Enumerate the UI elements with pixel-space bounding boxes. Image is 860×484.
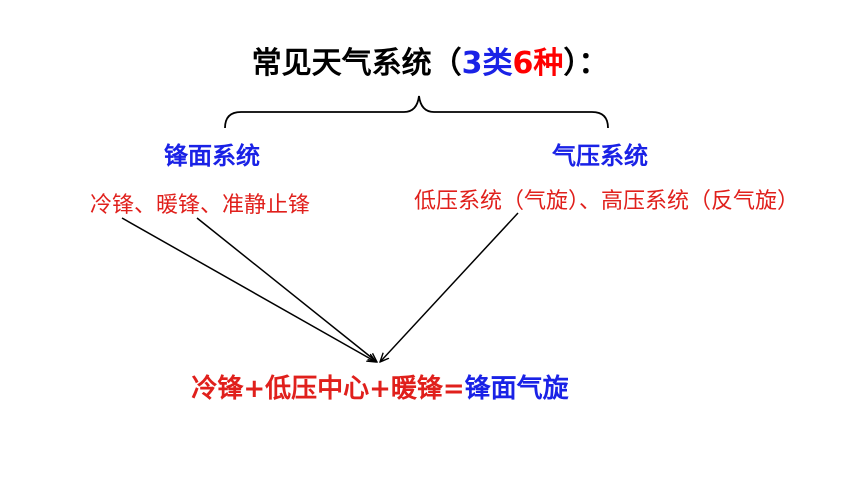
arrow-warm-front	[196, 217, 377, 362]
frontal-cyclone-equation: 冷锋+低压中心+暖锋=锋面气旋	[0, 368, 760, 405]
arrow-low-pressure	[380, 212, 519, 362]
front-types-list: 冷锋、暖锋、准静止锋	[90, 193, 311, 218]
equation-lhs: 冷锋+低压中心+暖锋=	[191, 374, 465, 404]
title-count-categories: 3类	[461, 46, 513, 81]
equation-rhs: 锋面气旋	[464, 374, 569, 404]
title-count-kinds: 6种	[512, 46, 564, 81]
title-prefix: 常见天气系统（	[251, 46, 462, 81]
pressure-system-header: 气压系统	[552, 142, 648, 170]
grouping-brace	[224, 95, 609, 129]
pressure-types-list: 低压系统（气旋）、高压系统（反气旋）	[414, 189, 800, 214]
arrow-cold-front	[121, 217, 376, 362]
front-system-header: 锋面系统	[164, 142, 260, 170]
diagram-title: 常见天气系统（3类6种）：	[0, 38, 860, 82]
title-suffix: ）：	[563, 46, 609, 81]
